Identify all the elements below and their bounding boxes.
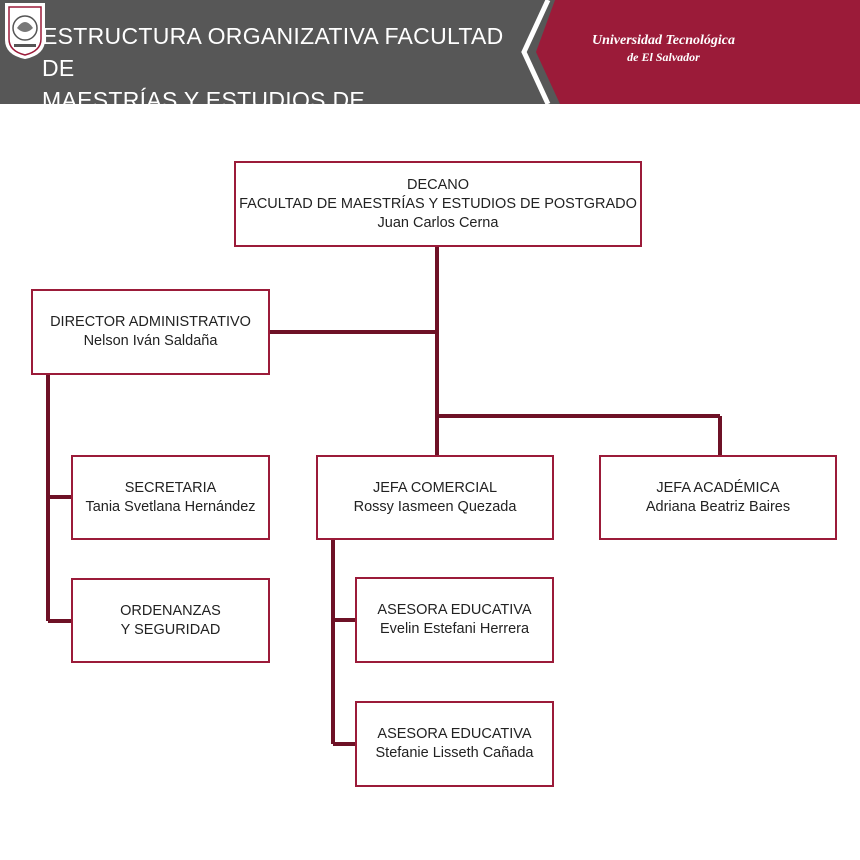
asesora-2-role: ASESORA EDUCATIVA <box>377 726 532 742</box>
secretaria-name: Tania Svetlana Hernández <box>85 498 256 515</box>
jefa-comercial-role: JEFA COMERCIAL <box>372 479 498 496</box>
asesora-1-role: ASESORA EDUCATIVA <box>377 602 532 618</box>
jefa-academica-name: Adriana Beatriz Baires <box>645 498 791 515</box>
jefa-comercial-box: JEFA COMERCIAL Rossy Iasmeen Quezada <box>316 455 554 540</box>
ordenanzas-line-2: Y SEGURIDAD <box>120 621 221 638</box>
decano-box: DECANO FACULTAD DE MAESTRÍAS Y ESTUDIOS … <box>234 161 642 247</box>
secretaria-role: SECRETARIA <box>124 479 217 496</box>
jefa-academica-role: JEFA ACADÉMICA <box>656 479 780 496</box>
secretaria-box: SECRETARIA Tania Svetlana Hernández <box>71 455 270 540</box>
decano-unit: FACULTAD DE MAESTRÍAS Y ESTUDIOS DE POST… <box>239 195 637 212</box>
jefa-comercial-name: Rossy Iasmeen Quezada <box>353 498 517 515</box>
jefa-academica-box: JEFA ACADÉMICA Adriana Beatriz Baires <box>599 455 837 540</box>
brand-line-1: Universidad Tecnológica <box>592 33 735 48</box>
university-seal-icon <box>5 3 45 60</box>
director-name: Nelson Iván Saldaña <box>83 333 218 349</box>
title-line-2: MAESTRÍAS Y ESTUDIOS DE POSTGRADO <box>42 87 366 145</box>
asesora-educativa-2-box: ASESORA EDUCATIVA Stefanie Lisseth Cañad… <box>355 701 554 787</box>
header-banner: ESTRUCTURA ORGANIZATIVA FACULTAD DE MAES… <box>0 0 860 145</box>
brand-line-2: de El Salvador <box>627 50 700 64</box>
asesora-1-name: Evelin Estefani Herrera <box>379 621 530 637</box>
asesora-2-name: Stefanie Lisseth Cañada <box>375 745 534 761</box>
ordenanzas-box: ORDENANZAS Y SEGURIDAD <box>71 578 270 663</box>
asesora-educativa-1-box: ASESORA EDUCATIVA Evelin Estefani Herrer… <box>355 577 554 663</box>
decano-name: Juan Carlos Cerna <box>377 214 499 231</box>
director-box: DIRECTOR ADMINISTRATIVO Nelson Iván Sald… <box>31 289 270 375</box>
page-title: ESTRUCTURA ORGANIZATIVA FACULTAD DE MAES… <box>42 20 512 148</box>
ordenanzas-line-1: ORDENANZAS <box>120 602 221 619</box>
university-logo-text: Universidad Tecnológica de El Salvador <box>592 33 735 65</box>
header-background <box>0 0 860 104</box>
director-role: DIRECTOR ADMINISTRATIVO <box>50 314 251 330</box>
title-line-1: ESTRUCTURA ORGANIZATIVA FACULTAD DE <box>42 23 504 81</box>
decano-role: DECANO <box>406 176 470 193</box>
